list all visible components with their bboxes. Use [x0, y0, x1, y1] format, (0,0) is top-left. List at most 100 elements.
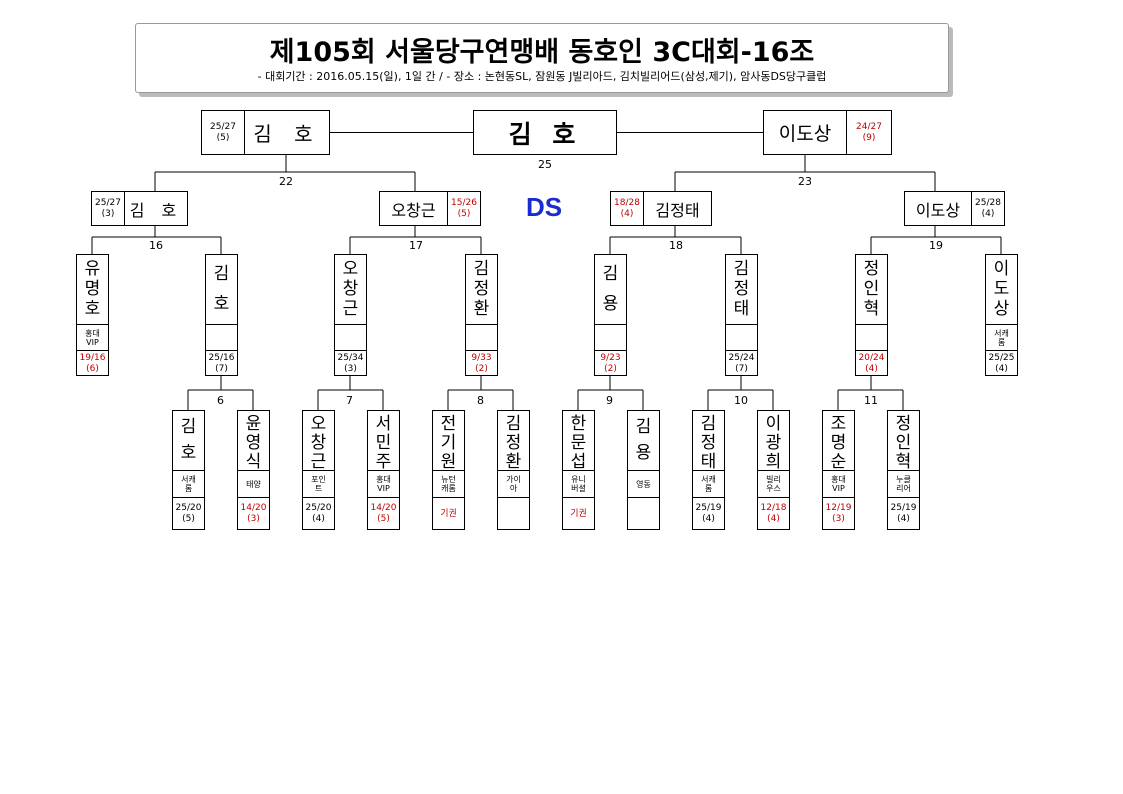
score: 14/20	[370, 503, 397, 513]
name-char: 정	[473, 278, 490, 299]
club-name: 태양	[238, 471, 269, 498]
inning: (3)	[344, 363, 357, 374]
champion-box: 김 호	[473, 110, 617, 155]
inning: (4)	[702, 514, 715, 524]
score-cell: 20/24(4)	[856, 351, 887, 376]
name-char: 인	[863, 278, 880, 299]
name-char: 정	[895, 414, 912, 434]
club-line: VIP	[377, 484, 390, 493]
name-char: 정	[505, 433, 522, 453]
score-cell: 14/20(5)	[368, 498, 399, 530]
score: 20/24	[858, 352, 885, 363]
match-number: 10	[734, 394, 748, 407]
name-char: 호	[180, 442, 197, 463]
score-cell: 24/27 (9)	[846, 111, 891, 154]
score: 기권	[440, 508, 457, 519]
club-line: 버셜	[571, 484, 586, 493]
score-cell: 기권	[563, 498, 594, 530]
match-number: 6	[217, 394, 224, 407]
score: 14/20	[240, 503, 267, 513]
club-line: 우스	[766, 484, 781, 493]
match-number: 23	[798, 175, 812, 188]
name-char: 용	[635, 442, 652, 463]
score-cell: 25/25(4)	[986, 351, 1017, 376]
semi-player-2: 오창근 15/26 (5)	[379, 191, 481, 226]
score-cell: 14/20(3)	[238, 498, 269, 530]
score-cell: 25/20(5)	[173, 498, 204, 530]
club-line: 트	[314, 484, 323, 493]
name-char: 유	[84, 258, 101, 279]
score-cell: 25/24(7)	[726, 351, 757, 376]
name-char: 이	[765, 414, 782, 434]
page-title: 제105회 서울당구연맹배 동호인 3C대회-16조	[269, 37, 815, 68]
name-char: 영	[245, 433, 262, 453]
club-line: 누클	[896, 475, 911, 484]
player-name: 김정태	[655, 200, 700, 220]
final-left-player: 25/27 (5) 김 호	[201, 110, 330, 155]
name-char: 김	[213, 263, 230, 284]
score: 9/23	[600, 352, 621, 363]
name-char: 호	[84, 299, 101, 320]
score-cell: 15/26 (5)	[447, 192, 480, 225]
name-char: 정	[863, 258, 880, 279]
score: 9/33	[471, 352, 492, 363]
inning: (4)	[767, 514, 780, 524]
player-name: 이도상	[915, 200, 961, 220]
score-cell: 25/20(4)	[303, 498, 334, 530]
name-char: 순	[830, 452, 847, 472]
semi-player-4: 이도상 25/28 (4)	[904, 191, 1005, 226]
inning: (2)	[475, 363, 488, 374]
name-char: 김	[180, 417, 197, 438]
club-name	[726, 325, 757, 351]
match-number: 16	[149, 239, 163, 252]
score-cell: 19/16(6)	[77, 351, 108, 376]
club-name	[206, 325, 237, 351]
name-char: 혁	[895, 452, 912, 472]
club-line: 유니	[571, 475, 586, 484]
title-banner: 제105회 서울당구연맹배 동호인 3C대회-16조 - 대회기간 : 2016…	[135, 23, 949, 93]
name-char: 정	[700, 433, 717, 453]
club-name: 영동	[628, 471, 659, 498]
inning: (4)	[897, 514, 910, 524]
score: 19/16	[79, 352, 106, 363]
score: 25/34	[337, 352, 364, 363]
name-char: 창	[310, 433, 327, 453]
name-char: 김	[700, 414, 717, 434]
name-char: 김	[473, 258, 490, 279]
score-cell: 25/28 (4)	[971, 192, 1004, 225]
score: 12/19	[825, 503, 852, 513]
score-cell: 기권	[433, 498, 464, 530]
score: 25/25	[988, 352, 1015, 363]
score: 12/18	[760, 503, 787, 513]
name-char: 태	[700, 452, 717, 472]
match-number: 19	[929, 239, 943, 252]
match-number: 8	[477, 394, 484, 407]
match-number: 22	[279, 175, 293, 188]
name-char: 광	[765, 433, 782, 453]
name-char: 근	[310, 452, 327, 472]
